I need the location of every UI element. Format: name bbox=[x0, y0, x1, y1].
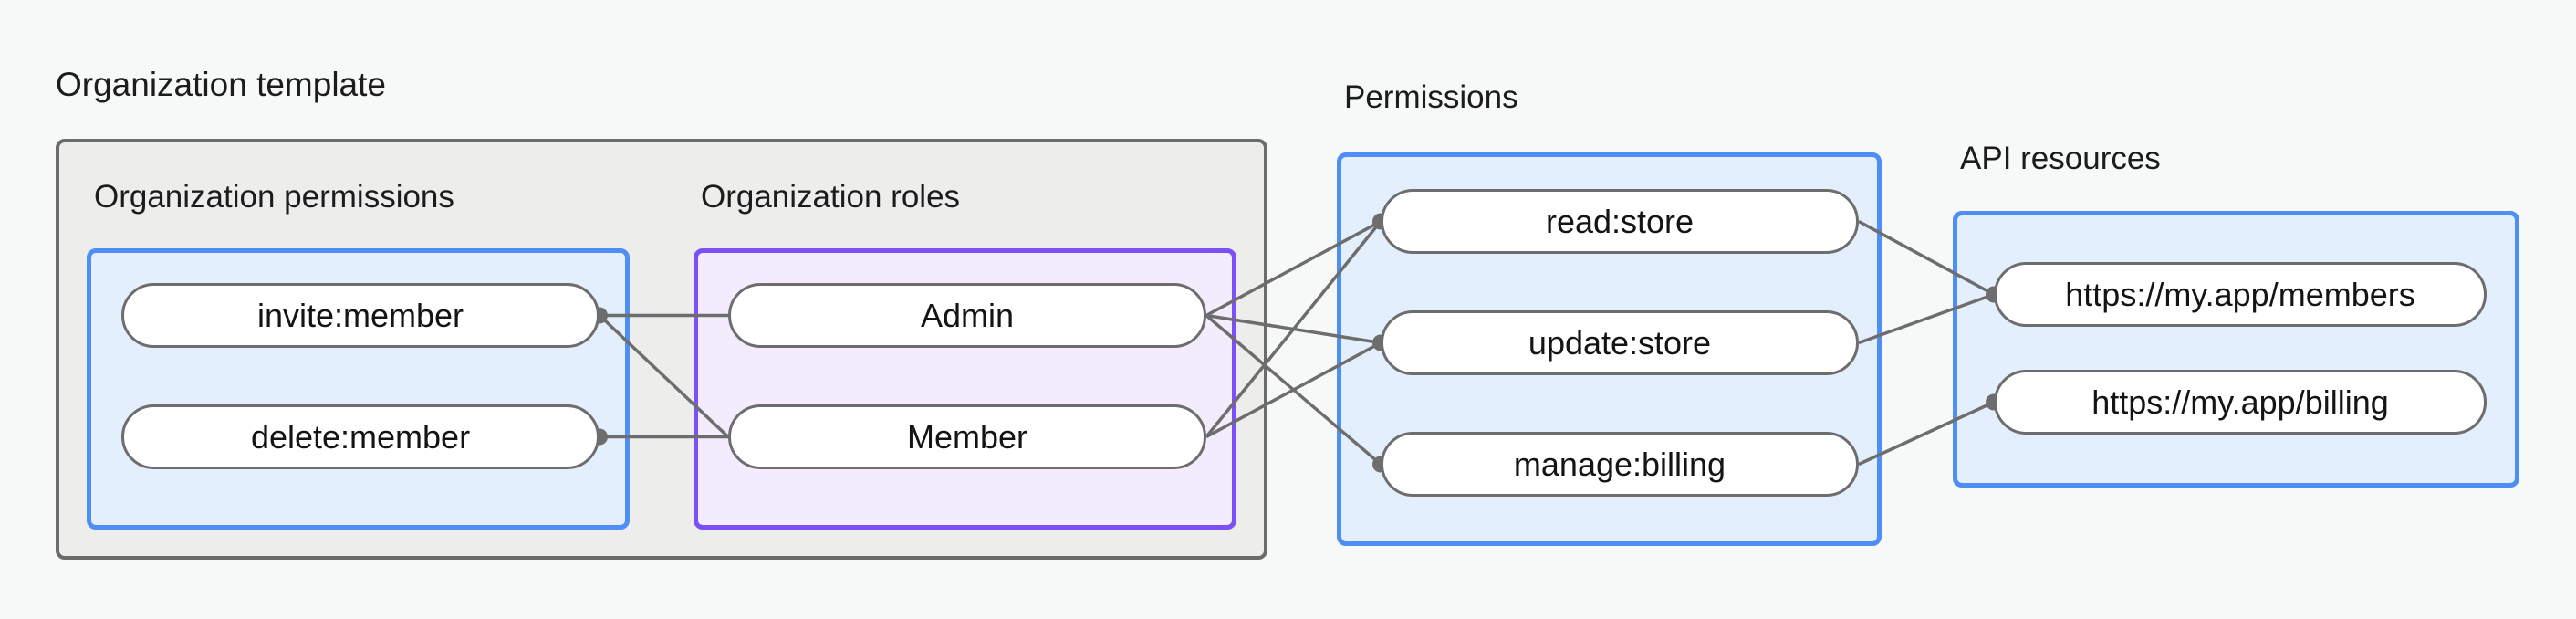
node-role-admin[interactable]: Admin bbox=[728, 283, 1206, 348]
node-role-member[interactable]: Member bbox=[728, 404, 1206, 469]
group-title-organization-roles: Organization roles bbox=[701, 179, 961, 215]
group-title-organization-template: Organization template bbox=[56, 66, 386, 103]
group-title-permissions: Permissions bbox=[1344, 79, 1518, 115]
node-update-store[interactable]: update:store bbox=[1381, 310, 1859, 375]
node-res-members[interactable]: https://my.app/members bbox=[1994, 262, 2487, 327]
group-title-organization-permissions: Organization permissions bbox=[94, 179, 454, 215]
node-read-store[interactable]: read:store bbox=[1381, 189, 1859, 254]
node-res-billing[interactable]: https://my.app/billing bbox=[1994, 370, 2487, 435]
node-delete-member[interactable]: delete:member bbox=[121, 404, 600, 469]
node-manage-billing[interactable]: manage:billing bbox=[1381, 432, 1859, 497]
group-api-resources bbox=[1953, 211, 2519, 488]
node-invite-member[interactable]: invite:member bbox=[121, 283, 600, 348]
group-title-api-resources: API resources bbox=[1960, 141, 2161, 176]
